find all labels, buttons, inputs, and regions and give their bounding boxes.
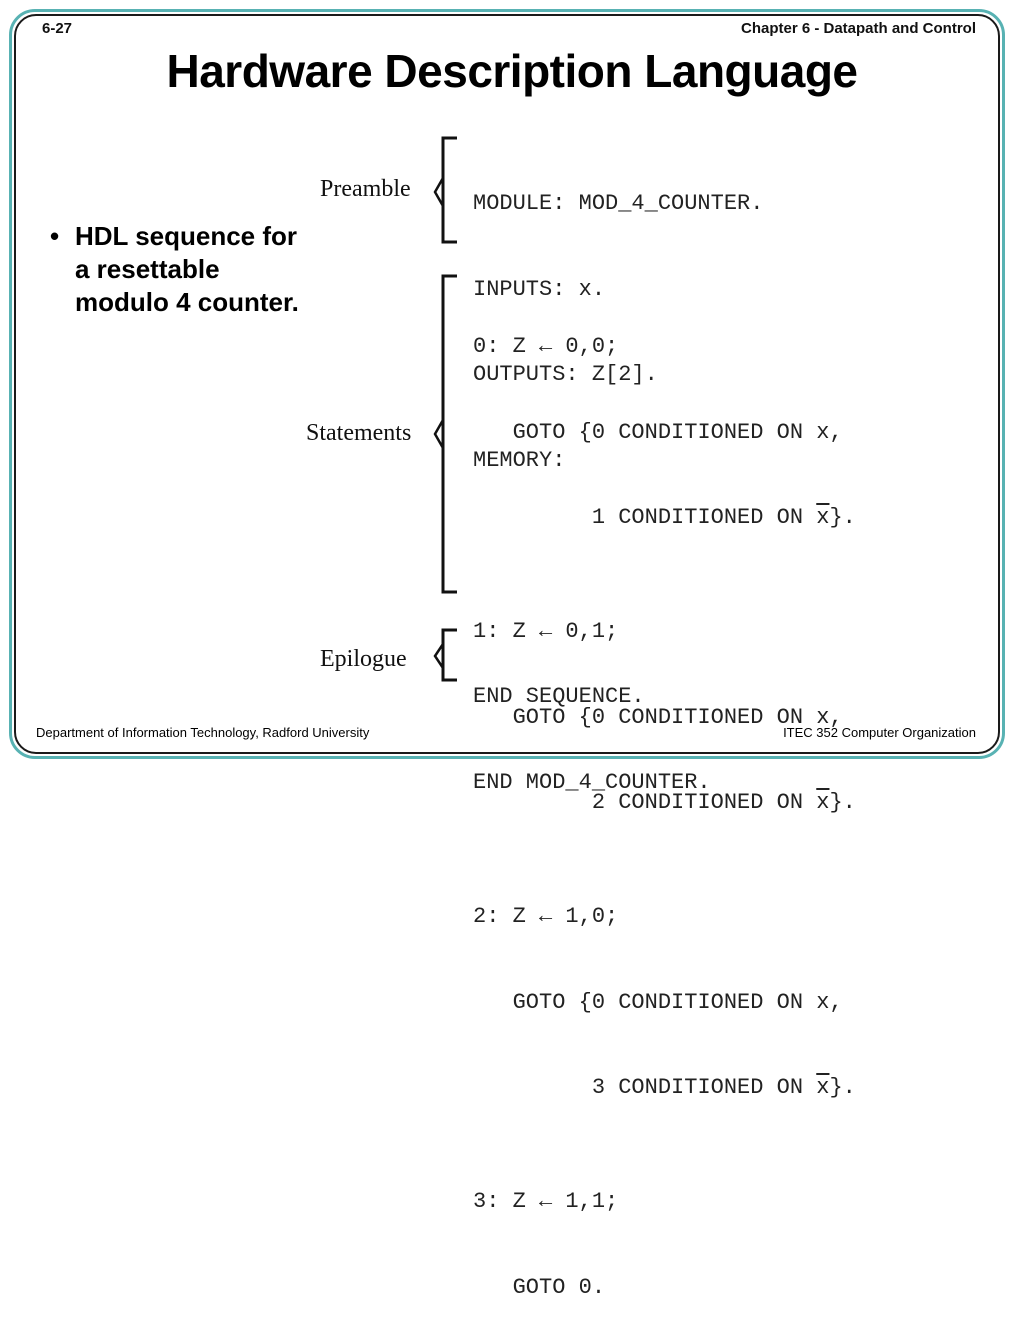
preamble-label: Preamble: [320, 176, 411, 202]
epilogue-line: END MOD_4_COUNTER.: [473, 769, 711, 795]
bullet-item: • HDL sequence for a resettable modulo 4…: [50, 220, 300, 319]
state-2-assign: 2: Z ← 1,0;: [473, 904, 619, 929]
x-bar: x: [816, 790, 830, 815]
state-2-goto: GOTO {0 CONDITIONED ON x,: [512, 989, 843, 1015]
x-bar: x: [816, 1075, 830, 1100]
preamble-line: MEMORY:: [473, 447, 566, 473]
slide-frame-inner: [14, 14, 1000, 754]
epilogue-line: END SEQUENCE.: [473, 684, 645, 709]
state-2-alt: 3 CONDITIONED ON x}.: [591, 1075, 856, 1100]
slide-frame-outer: [9, 9, 1005, 759]
state-0-alt: 1 CONDITIONED ON x}.: [591, 505, 856, 530]
state-3-assign: 3: Z ← 1,1;: [473, 1189, 619, 1214]
preamble-line: MODULE: MOD_4_COUNTER.: [473, 191, 764, 216]
state-1-goto: GOTO {0 CONDITIONED ON x,: [512, 704, 843, 730]
bullet-dot: •: [50, 221, 60, 251]
footer-department: Department of Information Technology, Ra…: [36, 725, 370, 740]
footer-course: ITEC 352 Computer Organization: [783, 725, 976, 740]
slide-number: 6-27: [42, 20, 73, 37]
preamble-line: INPUTS: x.: [473, 276, 606, 302]
epilogue-bracket: [433, 628, 457, 682]
state-0-assign: 0: Z ← 0,0;: [473, 334, 619, 359]
page-title: Hardware Description Language: [166, 45, 859, 97]
epilogue-label: Epilogue: [320, 646, 407, 672]
preamble-bracket: [433, 136, 457, 244]
bullet-text: HDL sequence for a resettable modulo 4 c…: [75, 221, 299, 317]
state-3-goto: GOTO 0.: [512, 1274, 606, 1300]
preamble-code: MODULE: MOD_4_COUNTER. INPUTS: x. OUTPUT…: [473, 133, 763, 504]
statements-bracket: [433, 274, 457, 594]
x-bar: x: [816, 505, 830, 530]
preamble-line: OUTPUTS: Z[2].: [473, 362, 658, 387]
chapter-title: Chapter 6 - Datapath and Control: [740, 20, 976, 37]
statements-label: Statements: [306, 420, 412, 446]
state-0-goto: GOTO {0 CONDITIONED ON x,: [512, 419, 843, 445]
state-1-assign: 1: Z ← 0,1;: [473, 619, 619, 644]
epilogue-code: END SEQUENCE. END MOD_4_COUNTER.: [473, 626, 711, 826]
